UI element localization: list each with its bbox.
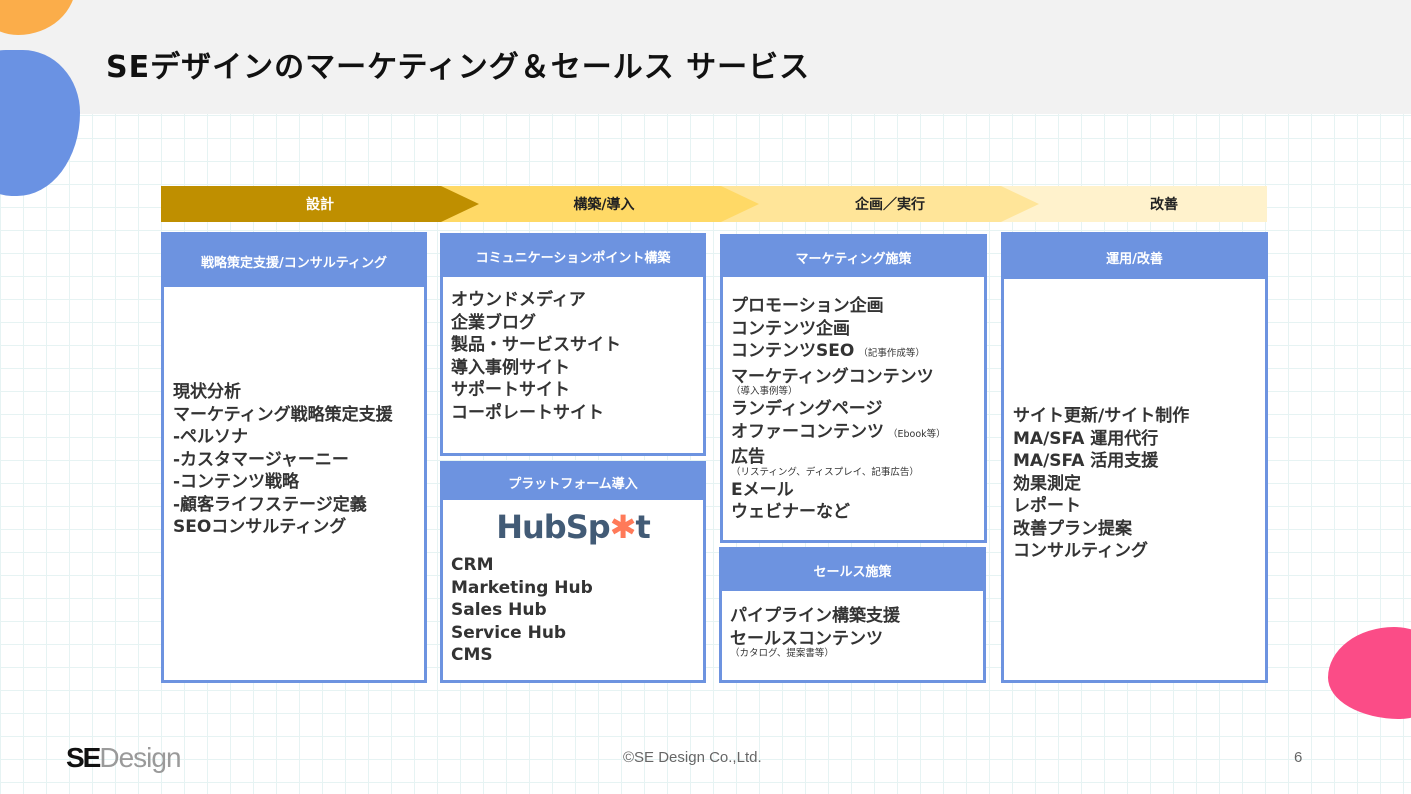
- item-text: コンテンツSEO: [731, 341, 855, 361]
- item-note: （Ebook等）: [888, 428, 946, 440]
- list-item: Eメール: [731, 479, 794, 500]
- item-text: ウェビナー: [731, 502, 816, 522]
- item-note: （カタログ、提案書等）: [730, 648, 834, 659]
- list-item: マーケティングコンテンツ: [731, 366, 934, 387]
- operation-improvement-box: 運用/改善 サイト更新/サイト制作 MA/SFA 運用代行 MA/SFA 活用支…: [1001, 232, 1268, 683]
- list-item: レポート: [1013, 496, 1081, 516]
- list-item: CMS: [451, 645, 493, 665]
- hubspot-logo: HubSp✱t: [451, 502, 695, 552]
- list-item: 導入事例サイト: [451, 357, 570, 378]
- list-item: プロモーション企画: [731, 296, 884, 316]
- phase-improve: 改善: [1001, 186, 1267, 222]
- list-item: Service Hub: [451, 622, 567, 643]
- box-title: セールス施策: [722, 550, 983, 591]
- list-item: サポートサイト: [451, 380, 570, 400]
- box-title: コミュニケーションポイント構築: [443, 236, 703, 277]
- list-item: マーケティング戦略策定支援: [173, 404, 393, 425]
- list-item: CRM: [451, 555, 494, 575]
- list-item: コンテンツSEO（記事作成等）: [731, 340, 976, 366]
- box-items: サイト更新/サイト制作 MA/SFA 運用代行 MA/SFA 活用支援 効果測定…: [1004, 399, 1197, 569]
- box-items: パイプライン構築支援 セールスコンテンツ （カタログ、提案書等）: [722, 591, 983, 666]
- company-logo: SEDesign: [66, 741, 182, 774]
- phase-plan-execute: 企画／実行: [721, 186, 1039, 222]
- list-item: 効果測定: [1013, 473, 1081, 494]
- list-item: -ペルソナ: [173, 427, 249, 447]
- header-band: [0, 0, 1411, 114]
- list-item: 現状分析: [173, 382, 241, 402]
- logo-light-text: Design: [99, 742, 181, 773]
- strategy-box: 戦略策定支援/コンサルティング 現状分析 マーケティング戦略策定支援 -ペルソナ…: [161, 232, 427, 683]
- list-item: パイプライン構築支援: [730, 606, 900, 626]
- phase-label: 設計: [306, 197, 334, 213]
- item-note: （リスティング、ディスプレイ、記事広告）: [731, 466, 919, 478]
- box-items: オウンドメディア 企業ブログ 製品・サービスサイト 導入事例サイト サポートサイ…: [443, 277, 703, 430]
- item-note: （記事作成等）: [858, 348, 925, 359]
- list-item: SEOコンサルティング: [173, 517, 347, 537]
- phase-label: 企画／実行: [855, 197, 925, 213]
- list-item: コンサルティング: [1013, 541, 1148, 561]
- phase-design: 設計: [161, 186, 479, 222]
- list-item: 製品・サービスサイト: [451, 335, 621, 355]
- box-items: プロモーション企画 コンテンツ企画 コンテンツSEO（記事作成等） マーケティン…: [723, 277, 984, 530]
- logo-text: HubSp: [496, 507, 610, 546]
- box-title: プラットフォーム導入: [443, 464, 703, 500]
- phase-arrow-bar: 設計 構築/導入 企画／実行 改善: [161, 186, 1267, 222]
- logo-text: t: [635, 507, 650, 546]
- list-item: コンテンツ企画: [731, 318, 850, 339]
- communication-point-box: コミュニケーションポイント構築 オウンドメディア 企業ブログ 製品・サービスサイ…: [440, 233, 706, 456]
- item-note: （導入事例等）: [731, 386, 798, 397]
- box-items: 現状分析 マーケティング戦略策定支援 -ペルソナ -カスタマージャーニー -コン…: [164, 375, 401, 545]
- list-item: Marketing Hub: [451, 577, 593, 598]
- sprocket-icon: ✱: [609, 507, 637, 546]
- list-item: オウンドメディア: [451, 290, 586, 310]
- list-item: サイト更新/サイト制作: [1013, 406, 1190, 426]
- box-title: 戦略策定支援/コンサルティング: [164, 235, 424, 287]
- box-title: マーケティング施策: [723, 237, 984, 277]
- list-item: ランディングページ: [731, 399, 883, 419]
- list-item: 企業ブログ: [451, 312, 536, 333]
- list-item: MA/SFA 運用代行: [1013, 428, 1159, 449]
- list-item: コーポレートサイト: [451, 402, 604, 423]
- logo-bold-text: SE: [66, 742, 101, 773]
- phase-build: 構築/導入: [441, 186, 759, 222]
- phase-label: 改善: [1150, 197, 1178, 213]
- copyright-text: ©SE Design Co.,Ltd.: [623, 749, 762, 766]
- etc-text: など: [816, 502, 850, 522]
- list-item: オファーコンテンツ （Ebook等）: [731, 421, 976, 447]
- list-item: -カスタマージャーニー: [173, 449, 349, 470]
- marketing-measures-box: マーケティング施策 プロモーション企画 コンテンツ企画 コンテンツSEO（記事作…: [720, 234, 987, 543]
- list-item: セールスコンテンツ: [730, 628, 883, 649]
- box-items: HubSp✱t CRM Marketing Hub Sales Hub Serv…: [443, 500, 703, 673]
- sales-measures-box: セールス施策 パイプライン構築支援 セールスコンテンツ （カタログ、提案書等）: [719, 547, 986, 683]
- platform-box: プラットフォーム導入 HubSp✱t CRM Marketing Hub Sal…: [440, 461, 706, 683]
- box-title: 運用/改善: [1004, 235, 1265, 279]
- page-number: 6: [1294, 749, 1303, 766]
- list-item: -コンテンツ戦略: [173, 472, 300, 492]
- list-item: -顧客ライフステージ定義: [173, 494, 367, 515]
- list-item: 改善プラン提案: [1013, 518, 1132, 539]
- item-text: オファーコンテンツ: [731, 421, 884, 442]
- decorative-blob-pink: [1328, 627, 1411, 719]
- page-title: SEデザインのマーケティング＆セールス サービス: [106, 50, 811, 85]
- phase-label: 構築/導入: [573, 197, 635, 213]
- list-item: Sales Hub: [451, 600, 547, 620]
- list-item: 広告: [731, 447, 765, 467]
- list-item: ウェビナーなど: [731, 501, 971, 524]
- list-item: MA/SFA 活用支援: [1013, 451, 1159, 471]
